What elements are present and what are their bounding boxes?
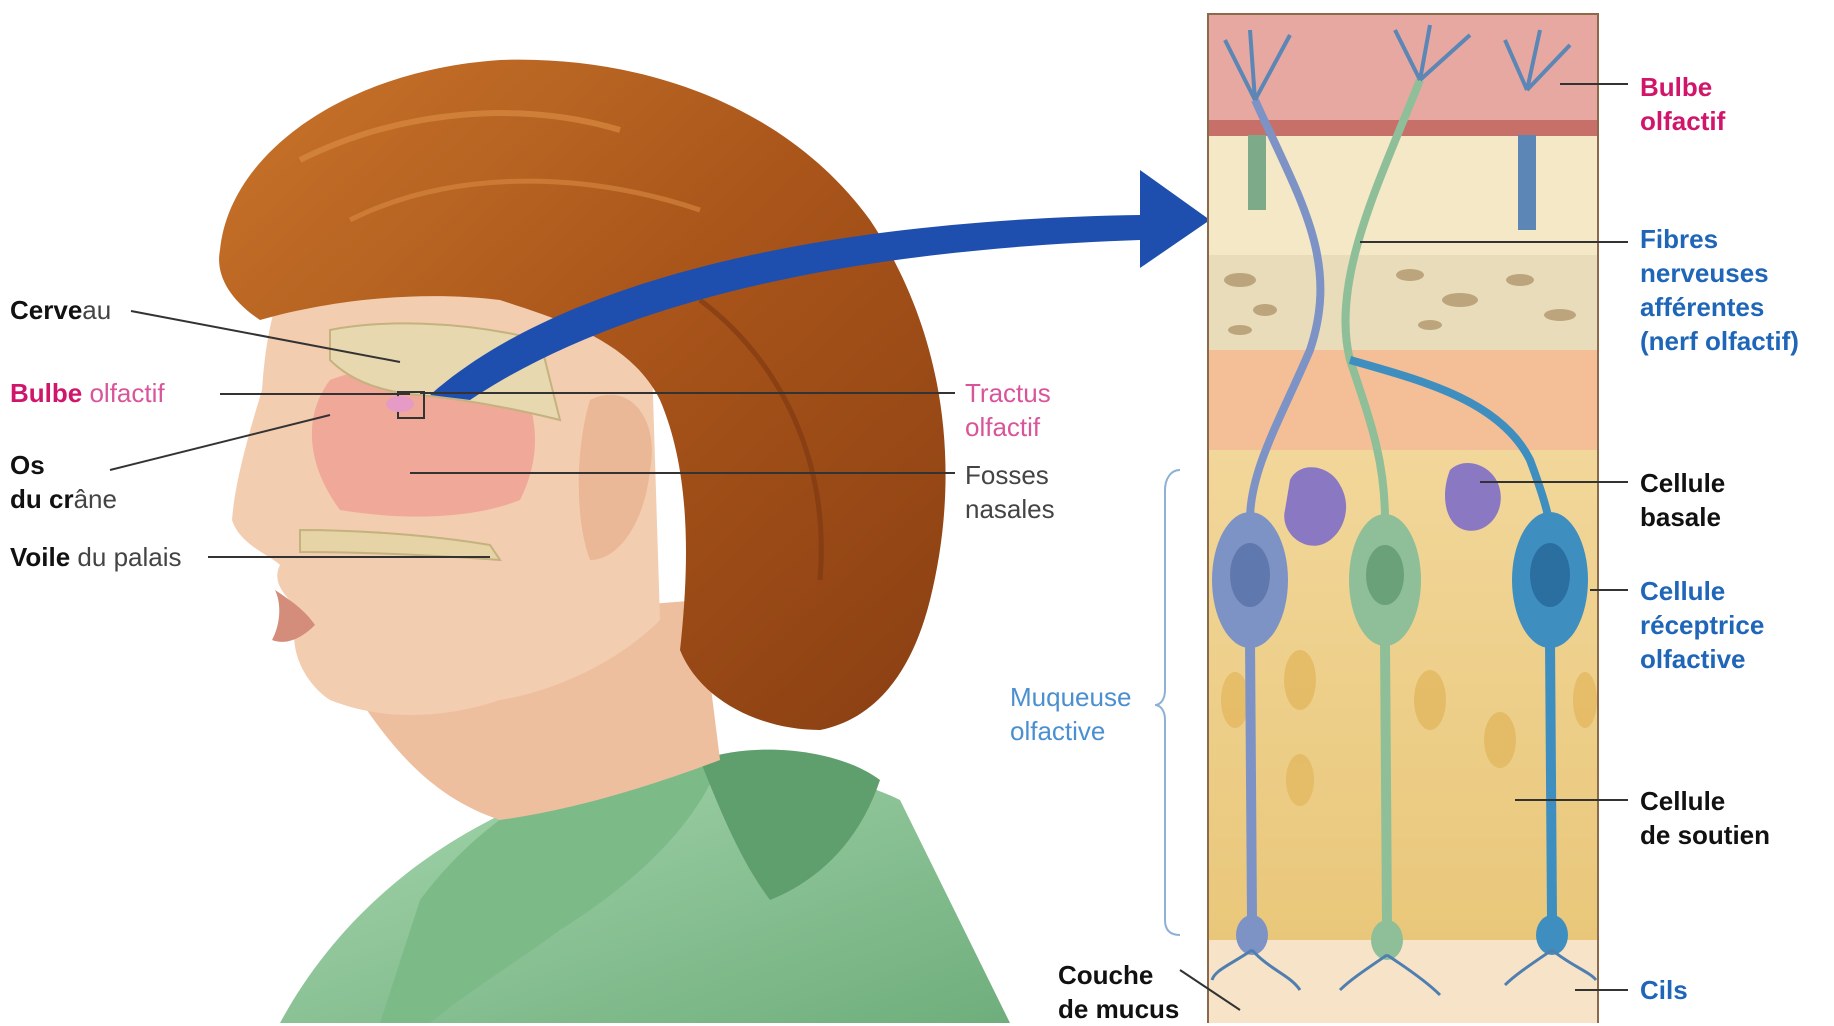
label-bulbe-olfactif-right: Bulbe olfactif — [1640, 70, 1725, 138]
label-fibres-nerveuses: Fibres nerveuses afférentes (nerf olfact… — [1640, 222, 1799, 358]
histology-panel — [1208, 14, 1598, 1023]
label-cellule-receptrice: Cellule réceptrice olfactive — [1640, 574, 1764, 676]
label-cerveau: Cerveau — [10, 293, 111, 327]
bulb-left-shape — [386, 396, 414, 412]
lamina-propria — [1209, 350, 1597, 450]
head-profile — [219, 60, 1010, 1023]
label-couche-de-mucus: Couche de mucus — [1058, 958, 1179, 1026]
label-voile-du-palais: Voile du palais — [10, 540, 182, 574]
label-muqueuse-olfactive: Muqueuse olfactive — [1010, 680, 1131, 748]
label-os-du-crane: Os du crâne — [10, 448, 117, 516]
label-cellule-de-soutien: Cellule de soutien — [1640, 784, 1770, 852]
mucus-layer — [1209, 940, 1597, 1023]
label-cils: Cils — [1640, 973, 1688, 1007]
label-cellule-basale: Cellule basale — [1640, 466, 1725, 534]
label-bulbe-olfactif-left: Bulbe olfactif — [10, 376, 165, 410]
label-fosses-nasales: Fosses nasales — [965, 458, 1055, 526]
bone-layer — [1209, 255, 1597, 350]
label-tractus-olfactif: Tractus olfactif — [965, 376, 1051, 444]
